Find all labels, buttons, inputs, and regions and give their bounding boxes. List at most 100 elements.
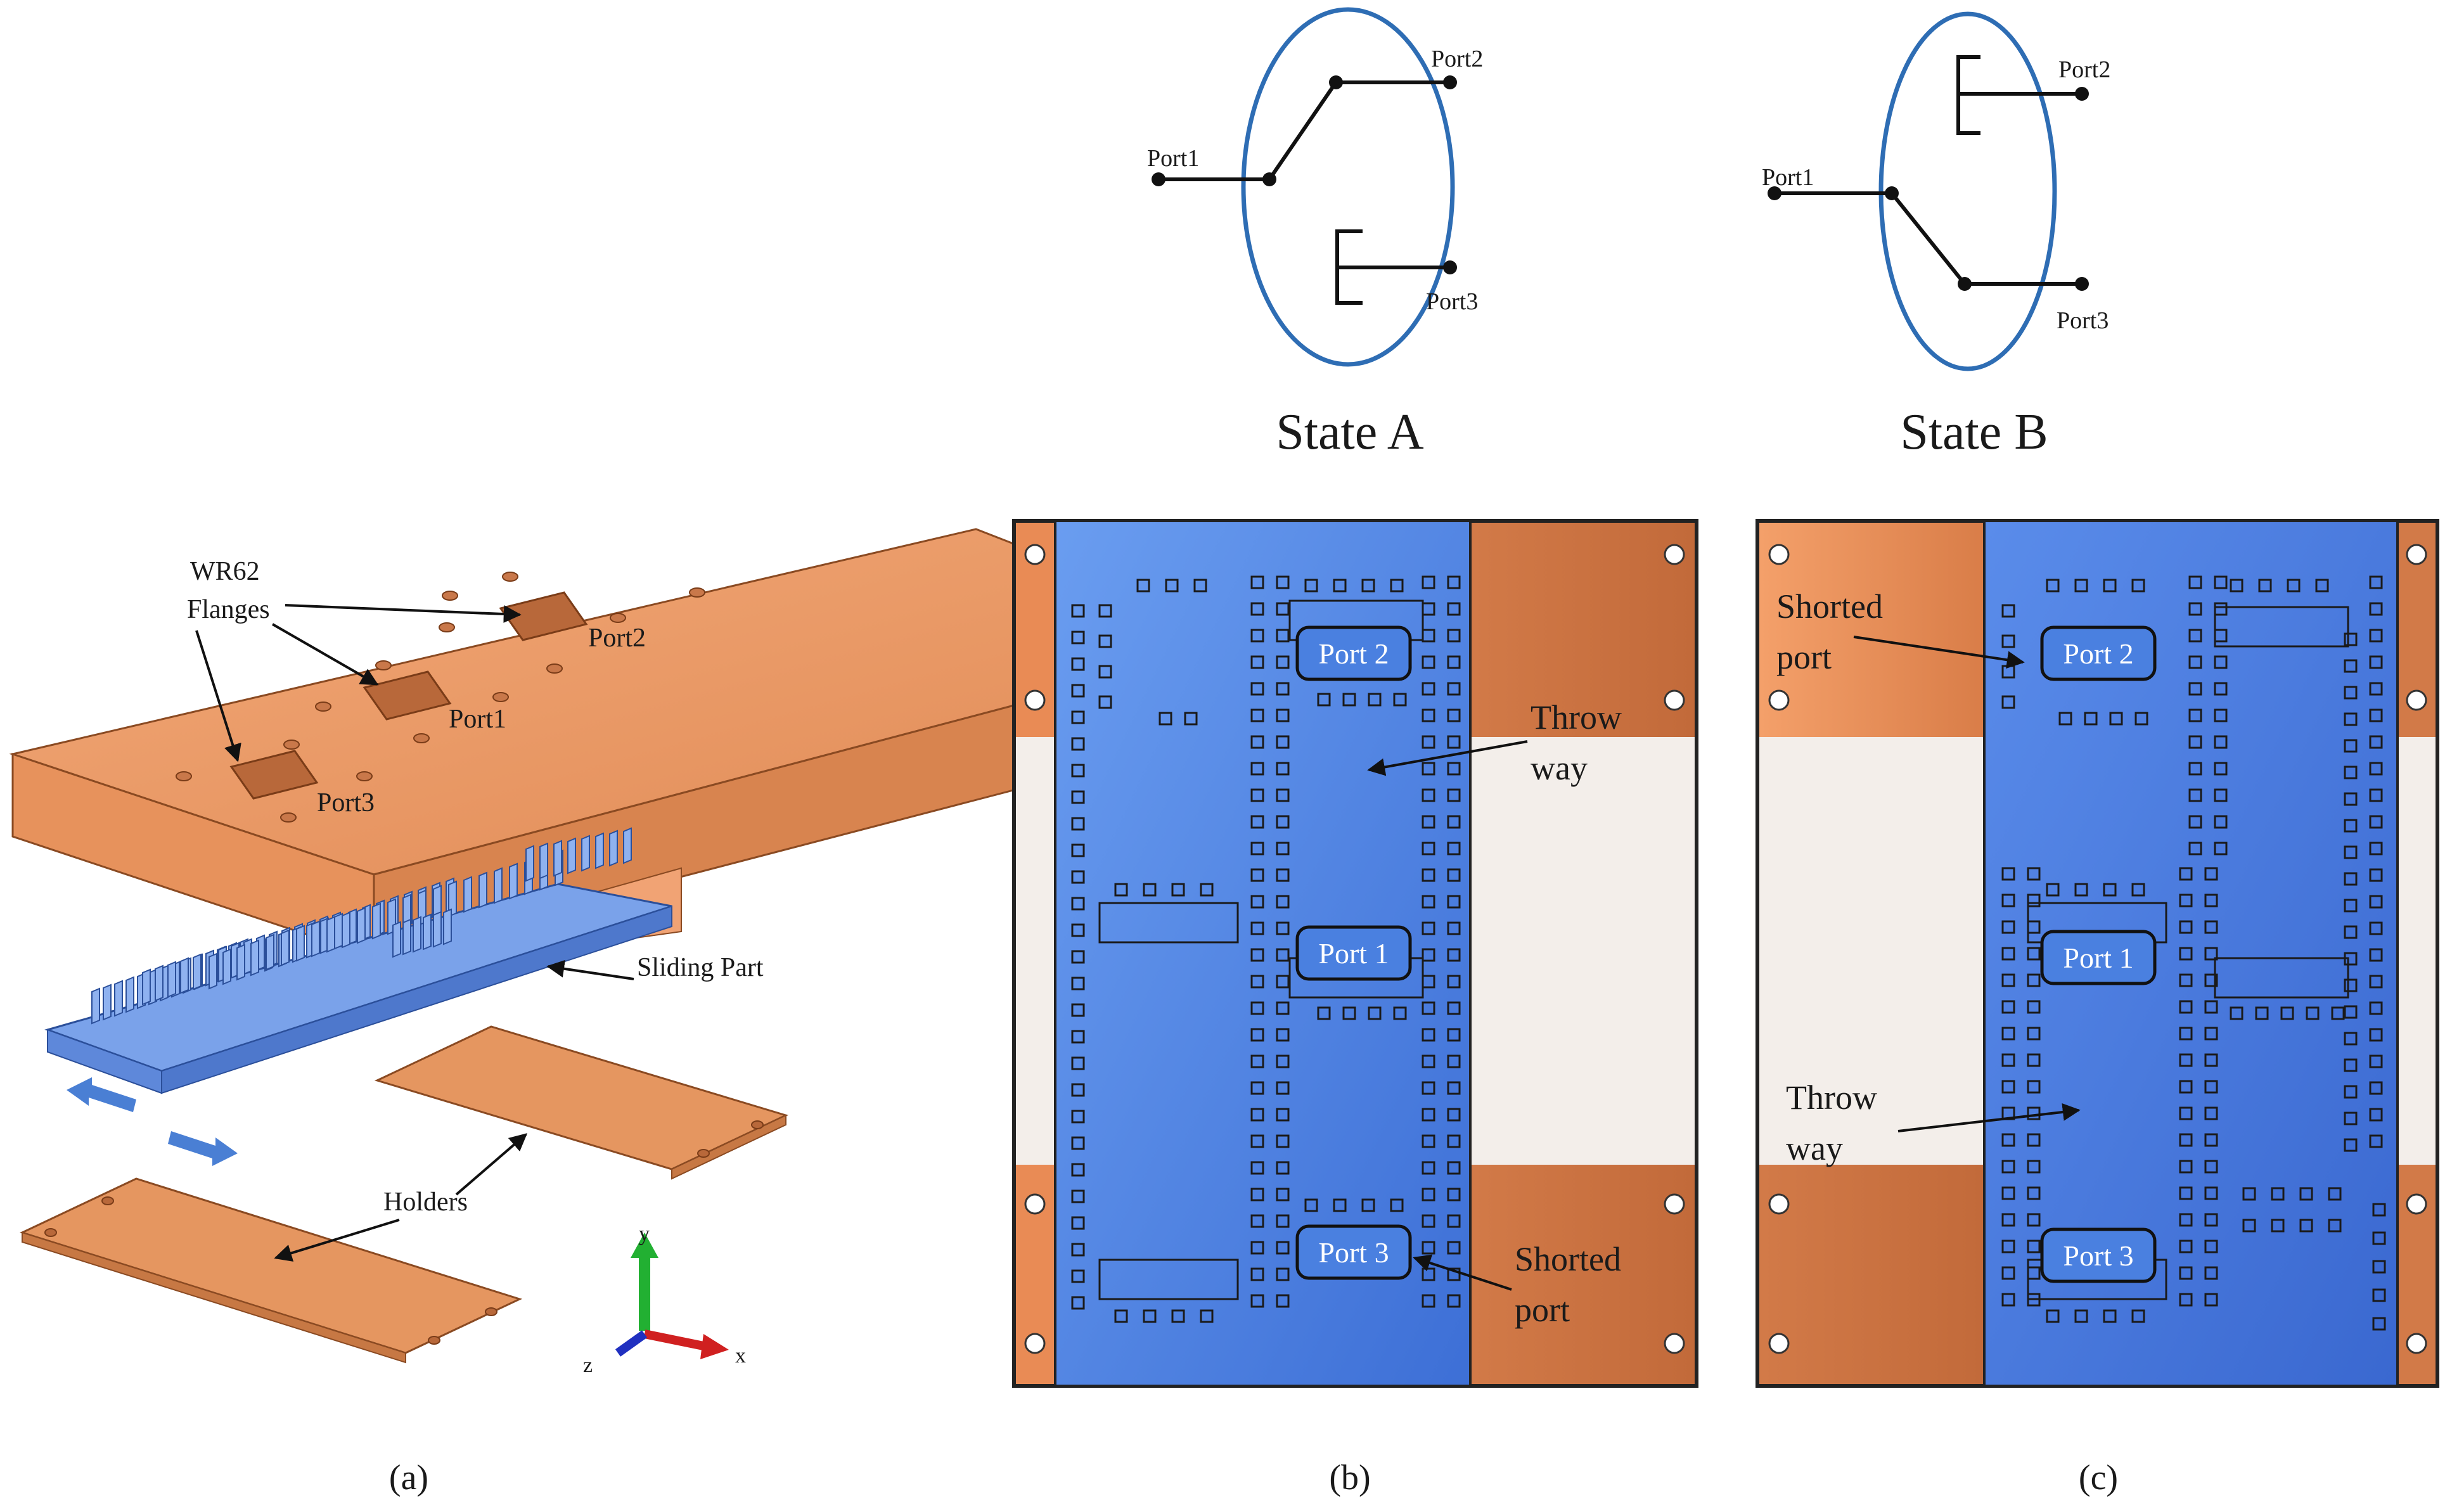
pin	[553, 840, 562, 877]
pin-hole	[2179, 920, 2193, 934]
pin	[413, 916, 421, 953]
pin-hole	[2369, 1028, 2383, 1042]
pin-hole	[1447, 682, 1461, 696]
pin-hole	[1071, 977, 1085, 990]
pin	[250, 939, 259, 977]
pin-hole	[2179, 1106, 2193, 1120]
pin-hole	[2179, 1213, 2193, 1227]
pin	[103, 983, 112, 1021]
pin-hole	[2369, 762, 2383, 776]
pin-hole	[2188, 682, 2202, 696]
pin-hole	[2179, 1053, 2193, 1067]
pin-hole	[2001, 1053, 2015, 1067]
pin-hole	[1071, 764, 1085, 778]
pin-hole	[1250, 1028, 1264, 1042]
pin-hole	[1250, 895, 1264, 909]
pin-hole	[1447, 948, 1461, 962]
pin-hole	[2372, 1260, 2386, 1274]
pin-hole	[2027, 1080, 2041, 1094]
pin-hole	[1276, 1028, 1290, 1042]
pin-hole	[2230, 579, 2243, 593]
pin-hole	[2369, 842, 2383, 855]
pin-hole	[1171, 1309, 1185, 1323]
pin-hole	[1422, 762, 1435, 776]
pin-hole	[1276, 1134, 1290, 1148]
pin-hole	[1136, 579, 1150, 593]
pin-hole	[2179, 973, 2193, 987]
pin	[180, 957, 189, 994]
pin-hole	[2204, 1293, 2218, 1307]
pin-hole	[2204, 1133, 2218, 1147]
pin-hole	[2001, 973, 2015, 987]
pin-hole	[1250, 842, 1264, 855]
pin-hole	[1422, 921, 1435, 935]
pin-hole	[1071, 604, 1085, 618]
pin-hole	[1071, 710, 1085, 724]
pin-hole	[2179, 1160, 2193, 1174]
pin-hole	[1447, 1028, 1461, 1042]
pin-hole	[1447, 1214, 1461, 1228]
pin-hole	[1071, 923, 1085, 937]
panel-c-shorted-line2: port	[1776, 638, 1832, 676]
state-a-port1: Port1	[1147, 145, 1199, 172]
pin	[334, 913, 343, 950]
pin-hole	[1276, 921, 1290, 935]
pin-hole	[2344, 845, 2358, 859]
pin-hole	[2372, 1203, 2386, 1217]
pin	[155, 964, 164, 1002]
pin-hole	[2046, 883, 2060, 897]
pin-hole	[1276, 815, 1290, 829]
pin	[193, 953, 202, 990]
pin-hole	[1071, 897, 1085, 911]
pin-hole	[1447, 1081, 1461, 1095]
pin-hole	[2280, 1006, 2294, 1020]
pin	[494, 867, 503, 904]
pin-hole	[1447, 629, 1461, 643]
pin-hole	[1276, 762, 1290, 776]
pin-hole	[2001, 1160, 2015, 1174]
pin	[567, 837, 576, 875]
pin-hole	[1422, 1108, 1435, 1122]
pin-hole	[1200, 883, 1214, 897]
pin-hole	[1276, 682, 1290, 696]
pin-hole	[2027, 973, 2041, 987]
pin-hole	[2271, 1187, 2285, 1201]
pin-hole	[1422, 868, 1435, 882]
pin-hole	[2369, 948, 2383, 962]
pin-hole	[1317, 693, 1331, 707]
pin-hole	[1071, 1296, 1085, 1310]
pin-hole	[2214, 762, 2228, 776]
pin-hole	[2331, 1006, 2345, 1020]
pin-hole	[2131, 1309, 2145, 1323]
pin-hole	[1250, 655, 1264, 669]
pin-hole	[2179, 1133, 2193, 1147]
pin-hole	[2372, 1231, 2386, 1245]
pin-hole	[2074, 1309, 2088, 1323]
pin-hole	[2344, 739, 2358, 753]
pin-hole	[2188, 762, 2202, 776]
pin-hole	[2204, 973, 2218, 987]
pin-hole	[1276, 948, 1290, 962]
pin	[509, 862, 518, 900]
pin-hole	[1071, 657, 1085, 671]
pin-hole	[1276, 1294, 1290, 1308]
pin-hole	[1276, 1267, 1290, 1281]
pin-hole	[1276, 735, 1290, 749]
pin-hole	[1447, 762, 1461, 776]
pin	[581, 835, 590, 872]
pin-hole	[2027, 947, 2041, 961]
pin-hole	[2001, 1000, 2015, 1014]
panel-b-throw-line2: way	[1531, 749, 1588, 787]
pin-hole	[2230, 1006, 2243, 1020]
pin-hole	[2214, 815, 2228, 829]
pin-hole	[2204, 1106, 2218, 1120]
pin-hole	[2369, 629, 2383, 643]
pin-hole	[1276, 842, 1290, 855]
pin-hole	[2369, 1001, 2383, 1015]
pin-hole	[2204, 1053, 2218, 1067]
pin-hole	[1250, 708, 1264, 722]
pin-hole	[1114, 1309, 1128, 1323]
pin-hole	[2188, 735, 2202, 749]
pin-hole	[2369, 815, 2383, 829]
pin-hole	[2001, 1240, 2015, 1253]
